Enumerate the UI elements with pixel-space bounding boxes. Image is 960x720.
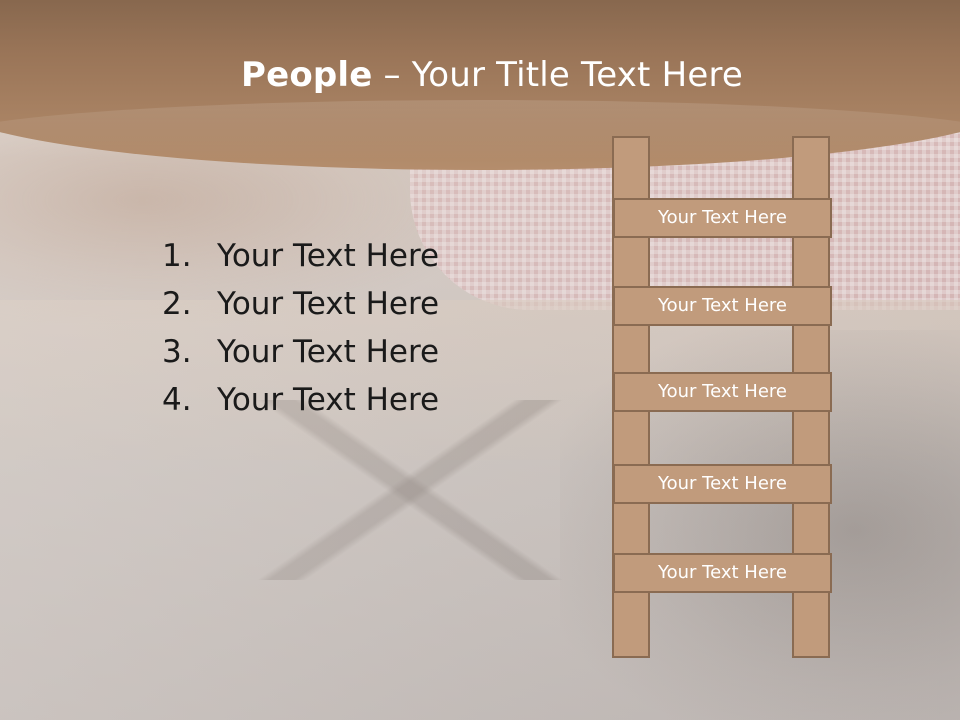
ladder-rung-2[interactable]: Your Text Here [613, 286, 832, 326]
list-number: 3. [162, 334, 192, 370]
list-text: Your Text Here [217, 238, 440, 274]
list-text: Your Text Here [217, 334, 440, 370]
list-number: 1. [162, 238, 192, 274]
list-text: Your Text Here [217, 382, 440, 418]
list-number: 4. [162, 382, 192, 418]
ladder-rung-3[interactable]: Your Text Here [613, 372, 832, 412]
list-item: 3. Your Text Here [162, 328, 439, 376]
slide-title[interactable]: People – Your Title Text Here [0, 55, 960, 95]
numbered-list[interactable]: 1. Your Text Here 2. Your Text Here 3. Your… [162, 232, 439, 424]
background-chair [230, 400, 590, 580]
ladder-rung-1[interactable]: Your Text Here [613, 198, 832, 238]
list-text: Your Text Here [217, 286, 440, 322]
list-item: 1. Your Text Here [162, 232, 439, 280]
ladder-rung-4[interactable]: Your Text Here [613, 464, 832, 504]
list-number: 2. [162, 286, 192, 322]
title-rest: – Your Title Text Here [372, 55, 744, 95]
list-item: 2. Your Text Here [162, 280, 439, 328]
title-bold: People [240, 55, 373, 95]
list-item: 4. Your Text Here [162, 376, 439, 424]
ladder-rung-5[interactable]: Your Text Here [613, 553, 832, 593]
